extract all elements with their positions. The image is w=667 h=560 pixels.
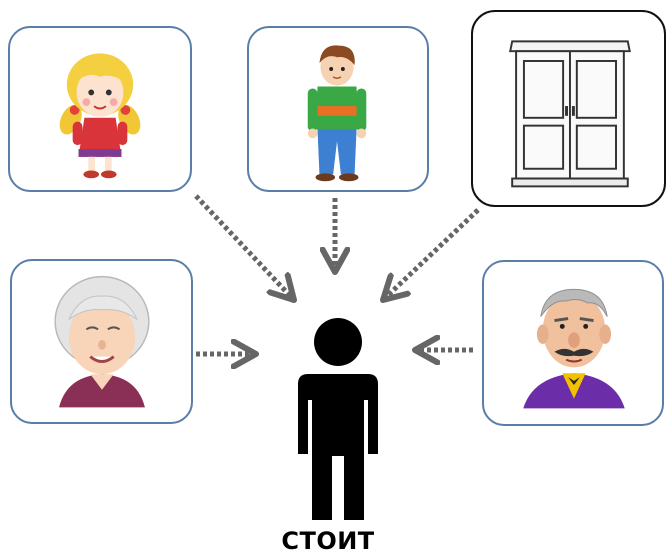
arrow-wardrobe (383, 208, 480, 300)
girl-icon (59, 53, 141, 179)
card-girl (8, 26, 192, 192)
card-wardrobe (471, 10, 666, 207)
grandfather-icon (523, 288, 625, 409)
caption-text: СТОИТ (281, 527, 375, 555)
grandmother-icon (54, 275, 150, 408)
person-silhouette-icon (298, 318, 378, 520)
card-grandmother (10, 259, 193, 424)
wardrobe-icon (509, 40, 631, 188)
card-boy (247, 26, 429, 192)
card-grandfather (482, 260, 664, 426)
boy-icon (307, 45, 367, 182)
arrow-girl (194, 194, 294, 300)
